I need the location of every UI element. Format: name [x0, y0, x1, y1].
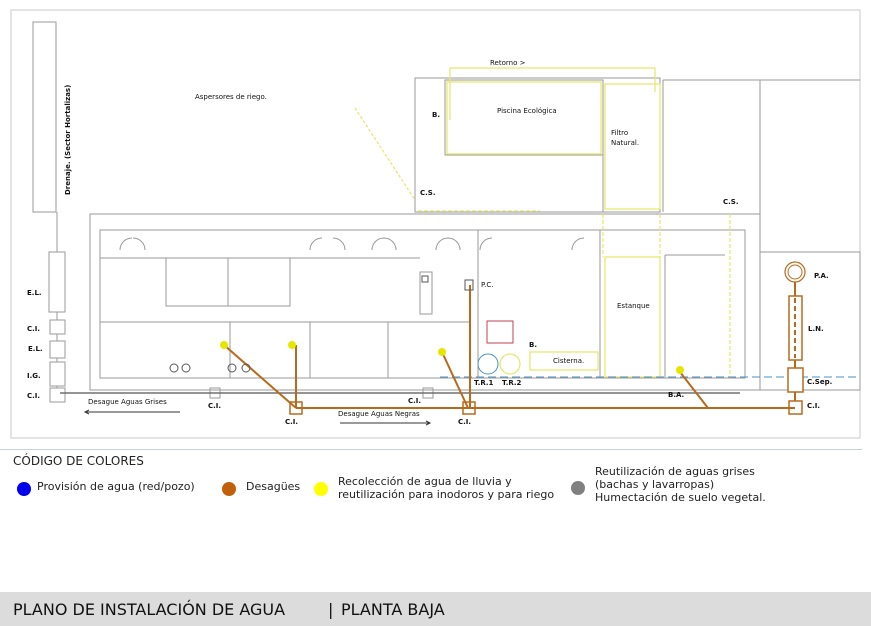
label-ci: C.I.: [208, 402, 221, 410]
footer-title-bar: PLANO DE INSTALACIÓN DE AGUA | PLANTA BA…: [0, 592, 871, 626]
label-b-pool: B.: [432, 111, 440, 119]
grey-dot-icon: [571, 481, 585, 495]
legend-item-grey-water: Reutilización de aguas grises(bachas y l…: [571, 465, 766, 504]
label-ln: L.N.: [808, 325, 824, 333]
legend-item-drain: Desagües: [222, 480, 300, 496]
door-swings: [119, 237, 585, 251]
plan-title: PLANO DE INSTALACIÓN DE AGUA: [13, 600, 286, 619]
label-filtro-2: Natural.: [611, 139, 639, 147]
label-desague-grises: Desague Aguas Grises: [88, 398, 167, 406]
fixtures: [220, 341, 684, 374]
label-cs-right: C.S.: [723, 198, 739, 206]
drawing-frame: [10, 9, 861, 439]
sinks: [169, 275, 474, 373]
walls: [32, 21, 861, 403]
label-cs-left: C.S.: [420, 189, 436, 197]
title-separator: |: [328, 600, 334, 619]
label-ci: C.I.: [27, 392, 40, 400]
blue-dot-icon: [17, 482, 31, 496]
orange-dot-icon: [222, 482, 236, 496]
label-pc: P.C.: [481, 281, 493, 289]
rainwater-lines: [354, 67, 731, 378]
label-tr1: T.R.1: [474, 379, 494, 387]
drain-lines: [223, 261, 806, 415]
label-ci: C.I.: [408, 397, 421, 405]
label-b-cisterna: B.: [529, 341, 537, 349]
label-ci: C.I.: [27, 325, 40, 333]
label-cisterna: Cisterna.: [553, 357, 584, 365]
label-retorno: Retorno >: [490, 59, 526, 67]
yellow-dot-icon: [314, 482, 328, 496]
plan-subtitle: PLANTA BAJA: [341, 600, 445, 619]
flow-arrows: [83, 409, 432, 426]
label-tr2: T.R.2: [502, 379, 522, 387]
label-el: E.L.: [28, 345, 43, 353]
label-piscina: Piscina Ecológica: [497, 107, 557, 115]
legend-title: CÓDIGO DE COLORES: [13, 454, 144, 468]
label-el: E.L.: [27, 289, 42, 297]
color-legend: CÓDIGO DE COLORES Provisión de agua (red…: [0, 449, 862, 525]
label-ig: I.G.: [27, 372, 41, 380]
label-drenaje: Drenaje. (Sector Hortalizas): [64, 85, 72, 195]
water-installation-plan: Retorno > Aspersores de riego. Drenaje. …: [10, 9, 861, 439]
label-desague-negras: Desague Aguas Negras: [338, 410, 420, 418]
label-estanque: Estanque: [617, 302, 650, 310]
tank-outline: [486, 320, 514, 344]
label-pa: P.A.: [814, 272, 829, 280]
label-aspersores: Aspersores de riego.: [195, 93, 267, 101]
label-ci: C.I.: [807, 402, 820, 410]
legend-item-supply: Provisión de agua (red/pozo): [17, 480, 195, 496]
label-filtro-1: Filtro: [611, 129, 628, 137]
legend-label: Reutilización de aguas grises(bachas y l…: [595, 465, 766, 504]
legend-label: Provisión de agua (red/pozo): [37, 480, 195, 493]
label-ci: C.I.: [285, 418, 298, 426]
label-ba: B.A.: [668, 391, 684, 399]
label-csep: C.Sep.: [807, 378, 832, 386]
legend-label: Desagües: [246, 480, 301, 493]
label-ci: C.I.: [458, 418, 471, 426]
